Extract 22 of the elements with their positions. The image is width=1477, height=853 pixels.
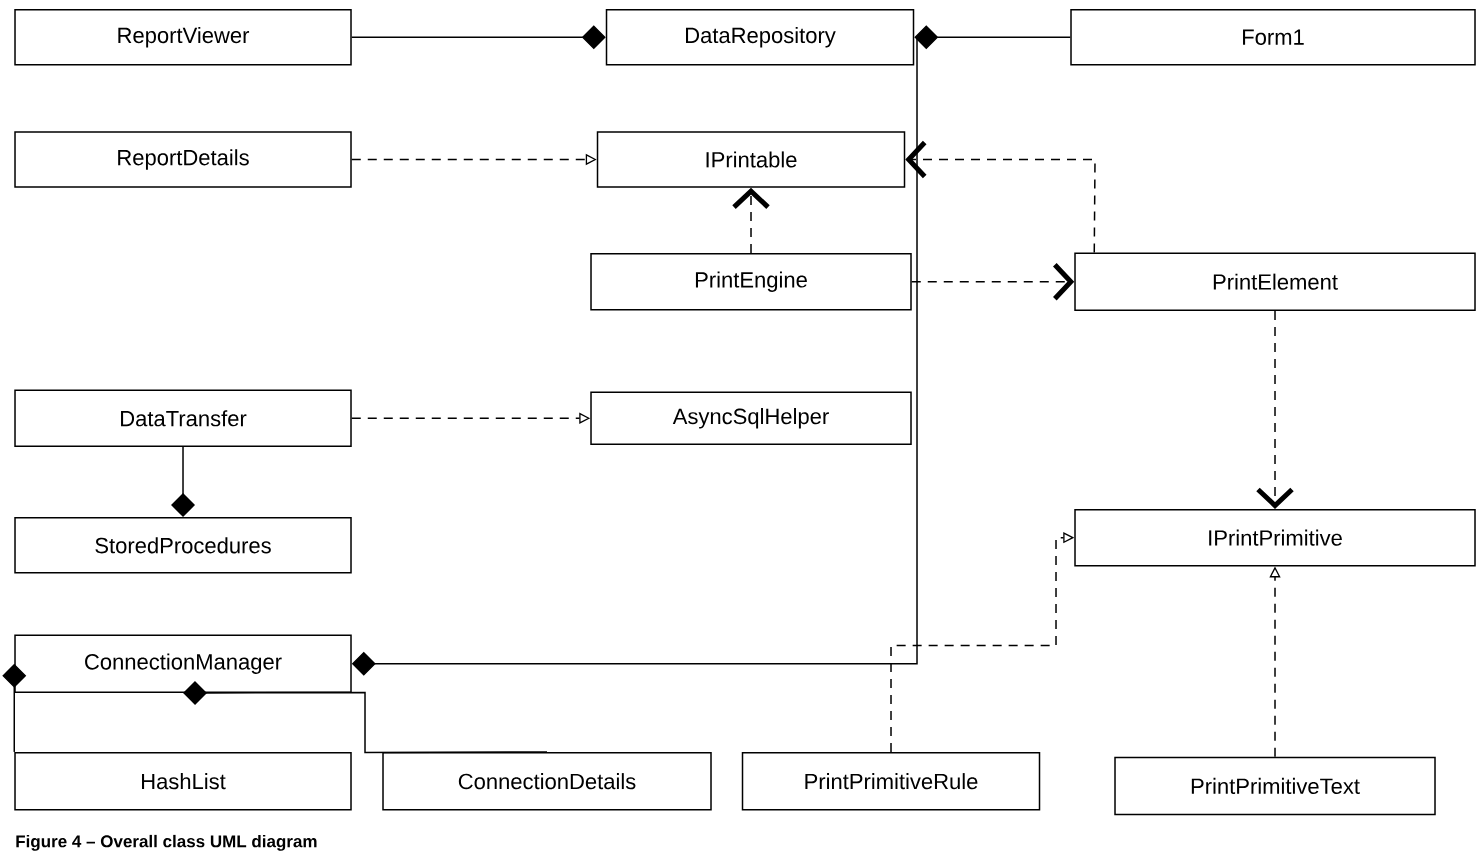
class-box: PrintPrimitiveText (1114, 756, 1436, 816)
class-box: HashList (14, 751, 352, 811)
connector (911, 263, 1075, 301)
class-box: ConnectionDetails (382, 751, 712, 811)
connector (905, 140, 1096, 254)
class-box: ReportDetails (14, 131, 352, 188)
class-box: DataRepository (605, 9, 915, 66)
class-box: DataTransfer (14, 389, 352, 448)
class-box: ReportViewer (14, 9, 352, 66)
class-box: ConnectionManager (14, 634, 352, 693)
class-box: AsyncSqlHelper (590, 391, 912, 446)
class-box: Form1 (1070, 9, 1476, 66)
class-box: StoredProcedures (14, 517, 352, 574)
class-box: PrintPrimitiveRule (741, 751, 1041, 811)
caption: Figure 4 – Overall class UML diagram (16, 834, 317, 851)
connector (914, 25, 1071, 50)
connector (732, 187, 770, 254)
class-box: IPrintable (596, 131, 906, 188)
class-box: PrintElement (1074, 252, 1476, 311)
class-box: IPrintPrimitive (1074, 508, 1476, 567)
connector (1256, 310, 1294, 509)
class-box: PrintEngine (590, 252, 912, 311)
